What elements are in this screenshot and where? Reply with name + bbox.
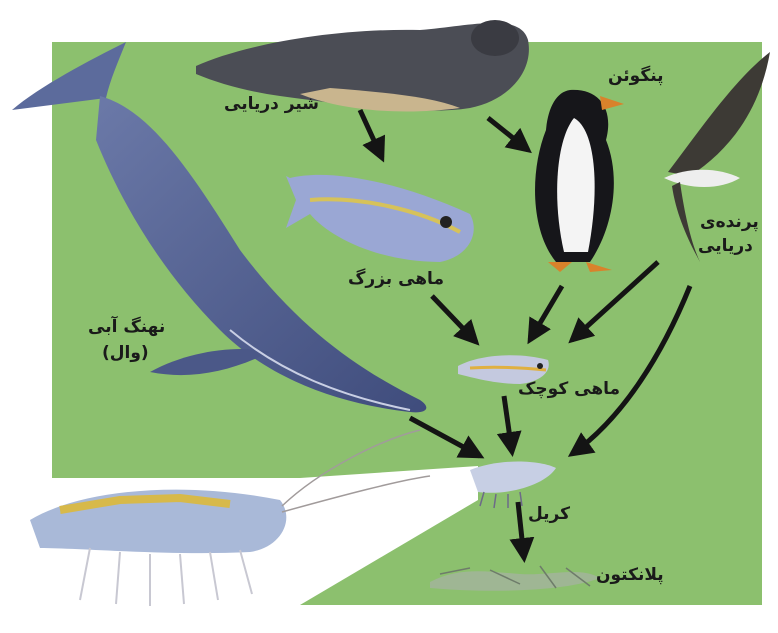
label-plankton: پلانکتون <box>596 566 664 586</box>
label-seal: شیر دریایی <box>224 95 319 115</box>
label-seabird-line1: پرنده‌ی <box>700 213 759 233</box>
label-krill: کریل <box>528 505 570 525</box>
label-seabird-line2: دریایی <box>698 237 753 257</box>
label-small-fish: ماهی کوچک <box>518 380 620 400</box>
label-penguin: پنگوئن <box>608 67 664 87</box>
label-big-fish: ماهی بزرگ <box>348 270 444 290</box>
label-whale-line1: نهنگ آبی <box>88 318 165 338</box>
label-whale-line2: (وال) <box>102 344 149 364</box>
